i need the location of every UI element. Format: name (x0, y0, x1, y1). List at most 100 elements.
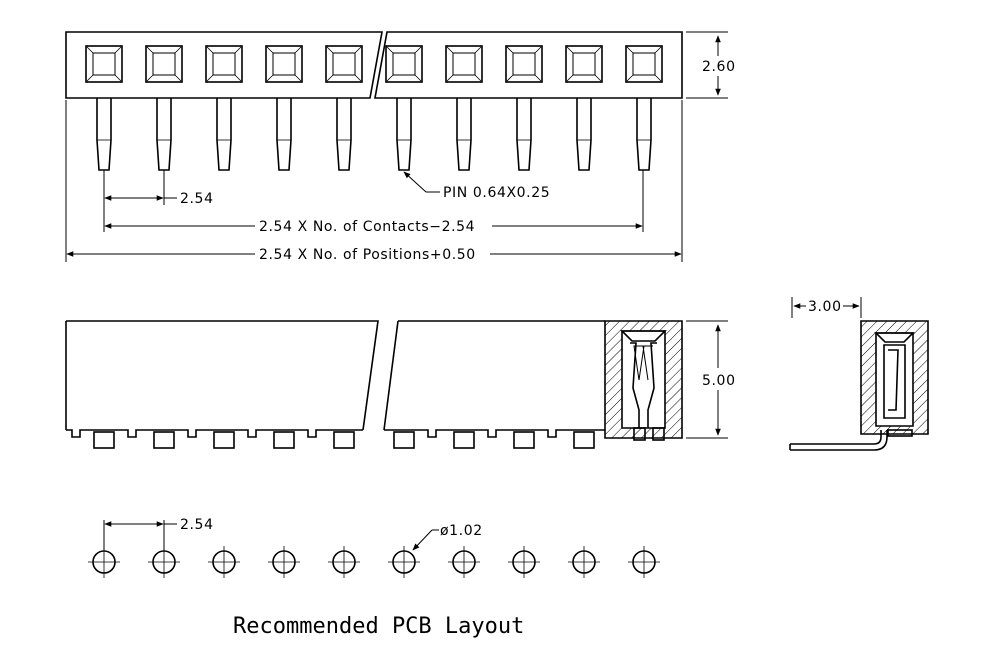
cavity (325, 45, 363, 83)
cavity-outer (145, 45, 183, 83)
side-width-dimension: 3.00 (791, 297, 862, 318)
cavity-outer (325, 45, 363, 83)
top-cavities (85, 45, 663, 83)
side-pcb-tail (790, 430, 888, 451)
hole-callout: ø1.02 (412, 523, 483, 551)
foot (573, 431, 595, 449)
cavity-corner (534, 74, 543, 83)
cavity-corner (145, 74, 154, 83)
foot (453, 431, 475, 449)
cavity-corner (565, 74, 574, 83)
cavity-corner (625, 45, 634, 54)
cavity-outer (265, 45, 303, 83)
cavity-corner (654, 45, 663, 54)
top-height-label: 2.60 (702, 59, 736, 75)
top-body-left (65, 31, 383, 99)
pin-callout-label: PIN 0.64X0.25 (443, 185, 550, 201)
cavity (505, 45, 543, 83)
positions-dimension-label: 2.54 X No. of Positions+0.50 (259, 247, 476, 263)
cavity-corner (414, 45, 423, 54)
side-body-hatch (860, 320, 929, 435)
cavity (145, 45, 183, 83)
pcb-hole (448, 546, 480, 578)
front-bottom-edge-left (66, 429, 363, 438)
cavity-inner (452, 52, 476, 76)
cavity-inner (632, 52, 656, 76)
cavity-corner (325, 74, 334, 83)
front-height-label: 5.00 (702, 373, 736, 389)
cavity (445, 45, 483, 83)
cavity-inner (332, 52, 356, 76)
pcb-pitch-dimension: 2.54 (104, 517, 213, 533)
cavity-corner (205, 74, 214, 83)
pin (276, 98, 292, 171)
hole-callout-label: ø1.02 (440, 523, 483, 539)
top-body-right (374, 31, 683, 99)
cavity-corner (594, 45, 603, 54)
cavity-inner (512, 52, 536, 76)
foot (213, 431, 235, 449)
top-pitch-label: 2.54 (180, 191, 214, 207)
pcb-hole (148, 546, 180, 578)
cavity (265, 45, 303, 83)
cavity (565, 45, 603, 83)
front-contact-spring (630, 342, 657, 428)
cavity-corner (234, 74, 243, 83)
cavity-corner (565, 45, 574, 54)
cavity-corner (505, 74, 514, 83)
front-section-hatch (604, 320, 683, 439)
pcb-hole (508, 546, 540, 578)
top-view: 2.60 2.54 PIN 0.64X0.25 2.54 X No. of Co… (65, 31, 736, 263)
top-pins (96, 98, 652, 171)
side-funnel (874, 332, 915, 343)
cavity-corner (85, 74, 94, 83)
front-section (604, 320, 683, 441)
pcb-layout-caption: Recommended PCB Layout (233, 614, 524, 639)
pcb-hole (388, 546, 420, 578)
pin (576, 98, 592, 171)
cavity-outer (385, 45, 423, 83)
cavity-corner (325, 45, 334, 54)
cavity-corner (505, 45, 514, 54)
pin (96, 98, 112, 171)
cavity-outer (505, 45, 543, 83)
top-height-dimension: 2.60 (686, 31, 736, 99)
cavity-corner (474, 45, 483, 54)
cavity (205, 45, 243, 83)
cavity-corner (414, 74, 423, 83)
foot (153, 431, 175, 449)
cavity-corner (174, 74, 183, 83)
cavity-corner (654, 74, 663, 83)
pin (396, 98, 412, 171)
cavity-corner (385, 45, 394, 54)
cavity-outer (445, 45, 483, 83)
cavity-corner (265, 45, 274, 54)
pin (216, 98, 232, 171)
pin (336, 98, 352, 171)
cavity-corner (594, 74, 603, 83)
cavity-corner (114, 45, 123, 54)
cavity-corner (445, 45, 454, 54)
front-contact-tail-right (652, 427, 665, 441)
pcb-holes (88, 546, 660, 578)
cavity-corner (205, 45, 214, 54)
cavity-inner (272, 52, 296, 76)
front-body-left (66, 320, 379, 431)
front-contact-tail-left (633, 427, 646, 441)
pin (456, 98, 472, 171)
pcb-hole (88, 546, 120, 578)
pcb-layout: 2.54 ø1.02 Recommended PCB Layout (88, 517, 660, 639)
top-pitch-dimension: 2.54 (104, 191, 214, 207)
side-contact (883, 344, 906, 419)
foot (273, 431, 295, 449)
pcb-hole (568, 546, 600, 578)
cavity-corner (294, 74, 303, 83)
cavity-corner (174, 45, 183, 54)
cavity-inner (152, 52, 176, 76)
front-feet (93, 431, 595, 449)
foot (513, 431, 535, 449)
front-view: 5.00 (65, 320, 736, 449)
cavity-corner (385, 74, 394, 83)
pin (516, 98, 532, 171)
